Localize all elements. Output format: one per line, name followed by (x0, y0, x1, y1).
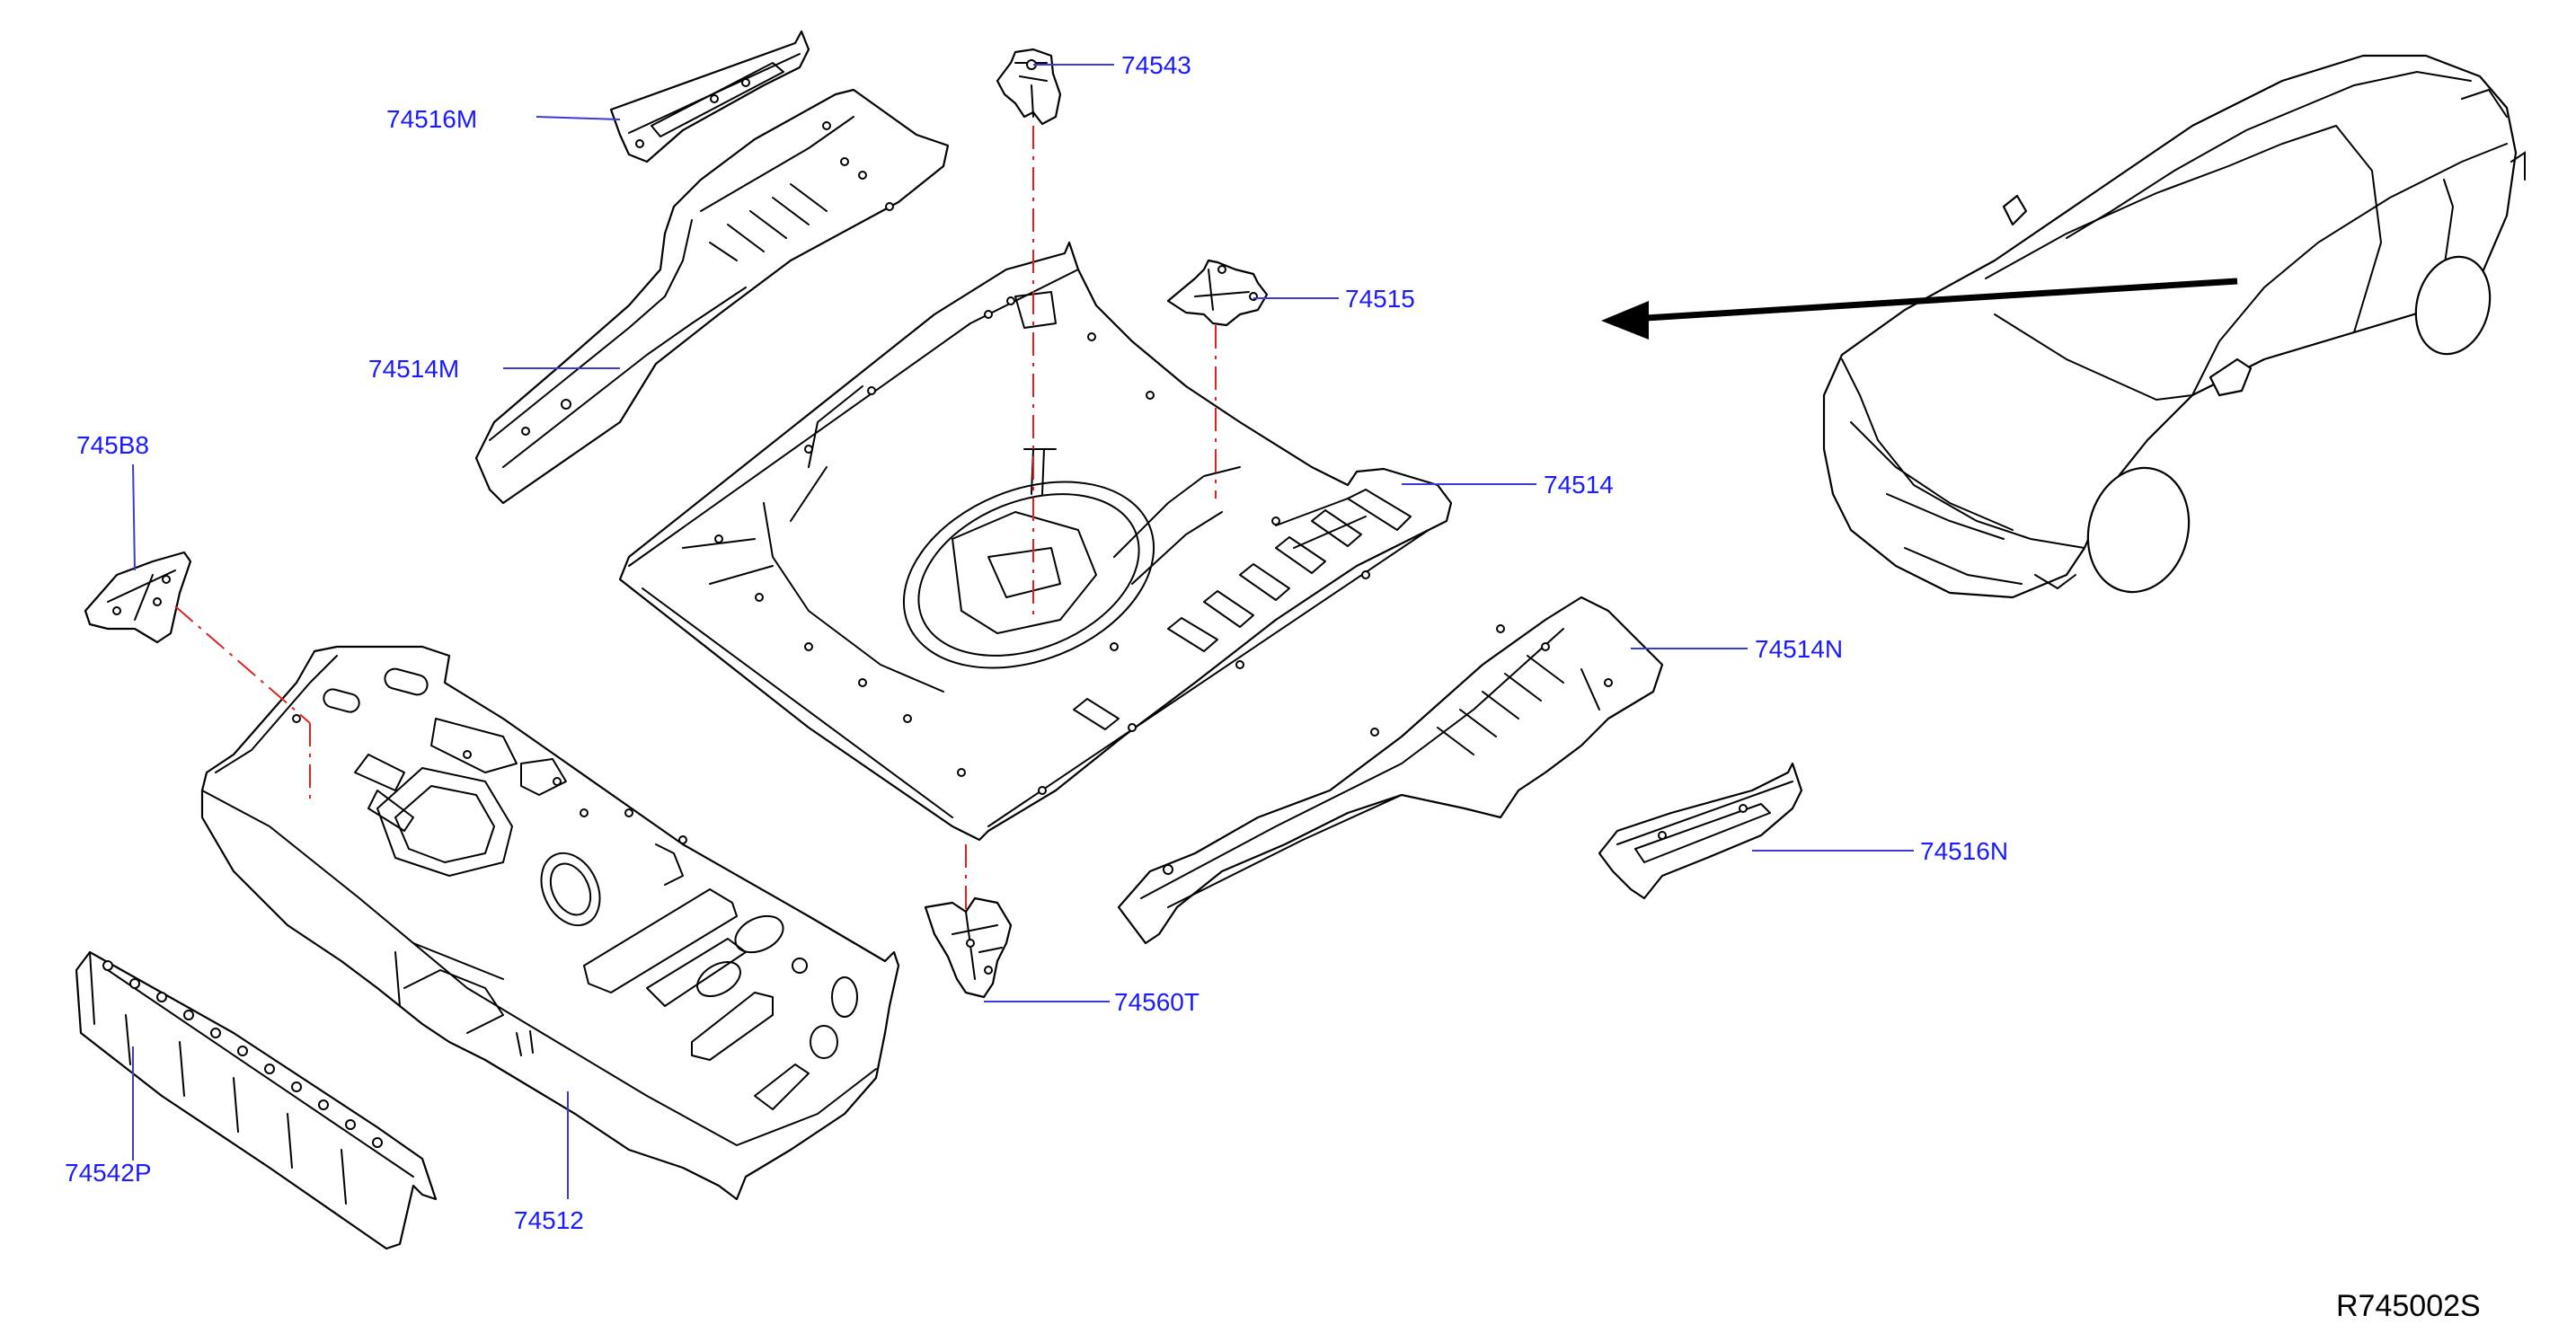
part-label-74514N: 74514N (1755, 635, 1843, 663)
part-label-74515: 74515 (1345, 285, 1415, 313)
part-74514-shape (618, 241, 1453, 842)
part-74515-shape (1166, 259, 1269, 327)
alignment-lines (174, 126, 1217, 916)
part-74512-shape (200, 645, 900, 1201)
part-label-74512: 74512 (514, 1206, 584, 1234)
part-label-74560T: 74560T (1114, 988, 1199, 1016)
part-label-74514M: 74514M (368, 355, 459, 383)
part-74516M-shape (609, 30, 810, 163)
part-label-745B8: 745B8 (76, 431, 149, 459)
part-label-74516M: 74516M (386, 105, 477, 133)
leader-lines (132, 64, 1914, 1199)
centerline-745B8 (174, 605, 311, 724)
part-label-74543: 74543 (1121, 51, 1191, 79)
part-label-74542P: 74542P (65, 1159, 152, 1187)
part-74560T-shape (924, 896, 1013, 999)
part-745B8-shape (84, 551, 192, 644)
part-74542P-shape (75, 950, 438, 1250)
part-labels: 74516M 74514M 745B8 74543 74515 74514 74… (65, 51, 2008, 1234)
part-74514N-shape (1117, 596, 1664, 945)
leader-74516M (536, 116, 621, 120)
vehicle-illustration (1822, 54, 2526, 599)
part-label-74516N: 74516N (1920, 837, 2008, 865)
part-74514M-shape (474, 88, 950, 505)
part-label-74514: 74514 (1544, 471, 1614, 499)
leader-745B8 (132, 463, 136, 571)
direction-arrow (1601, 278, 2238, 340)
diagram-reference-number: R745002S (2336, 1289, 2481, 1323)
part-74516N-shape (1598, 762, 1803, 900)
part-74543-shape (996, 48, 1062, 126)
